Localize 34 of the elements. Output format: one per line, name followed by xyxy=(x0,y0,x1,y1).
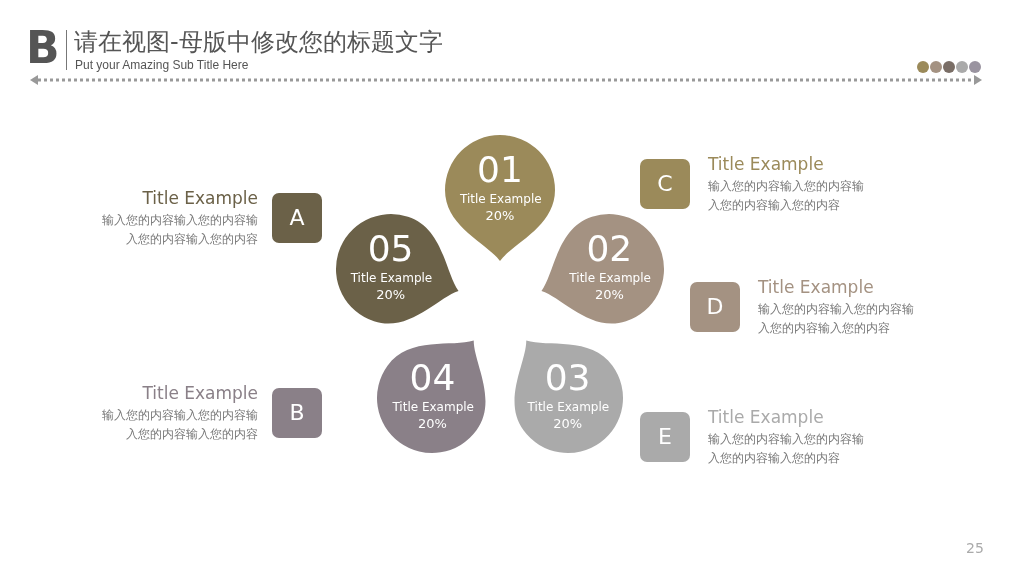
petal-percent: 20% xyxy=(593,287,625,303)
item-title: Title Example xyxy=(708,154,824,174)
item-description: 输入您的内容输入您的内容输入您的内容输入您的内容 xyxy=(708,178,865,214)
petal-title: Title Example xyxy=(350,271,431,286)
petal-title: Title Example xyxy=(392,400,473,415)
letter-badge: C xyxy=(640,159,690,209)
item-description: 输入您的内容输入您的内容输入您的内容输入您的内容 xyxy=(101,407,258,443)
petal-title: Title Example xyxy=(569,271,650,286)
letter-badge: A xyxy=(272,193,322,243)
item-title: Title Example xyxy=(142,188,258,208)
petal-title: Title Example xyxy=(460,192,540,206)
item-title: Title Example xyxy=(142,383,258,403)
petal-percent: 20% xyxy=(484,208,516,223)
page-number: 25 xyxy=(966,540,984,556)
petal-percent: 20% xyxy=(416,416,448,432)
petal-percent: 20% xyxy=(552,416,584,432)
petal-title: Title Example xyxy=(527,400,608,415)
letter-badge: E xyxy=(640,412,690,462)
petal-number: 04 xyxy=(408,357,457,399)
item-title: Title Example xyxy=(708,407,824,427)
header-letter: B xyxy=(26,22,60,74)
item-description: 输入您的内容输入您的内容输入您的内容输入您的内容 xyxy=(101,212,258,248)
item-description: 输入您的内容输入您的内容输入您的内容输入您的内容 xyxy=(708,431,865,467)
petal-number: 02 xyxy=(585,228,634,270)
item-description: 输入您的内容输入您的内容输入您的内容输入您的内容 xyxy=(758,301,915,337)
petal-number: 01 xyxy=(476,149,524,190)
petal-number: 03 xyxy=(543,357,592,399)
petal-number: 05 xyxy=(366,228,415,270)
page-title: 请在视图-母版中修改您的标题文字 xyxy=(74,27,443,58)
subtitle: Put your Amazing Sub Title Here xyxy=(75,58,249,72)
letter-badge: B xyxy=(272,388,322,438)
petal-percent: 20% xyxy=(375,287,407,303)
item-title: Title Example xyxy=(758,277,874,297)
letter-badge: D xyxy=(690,282,740,332)
